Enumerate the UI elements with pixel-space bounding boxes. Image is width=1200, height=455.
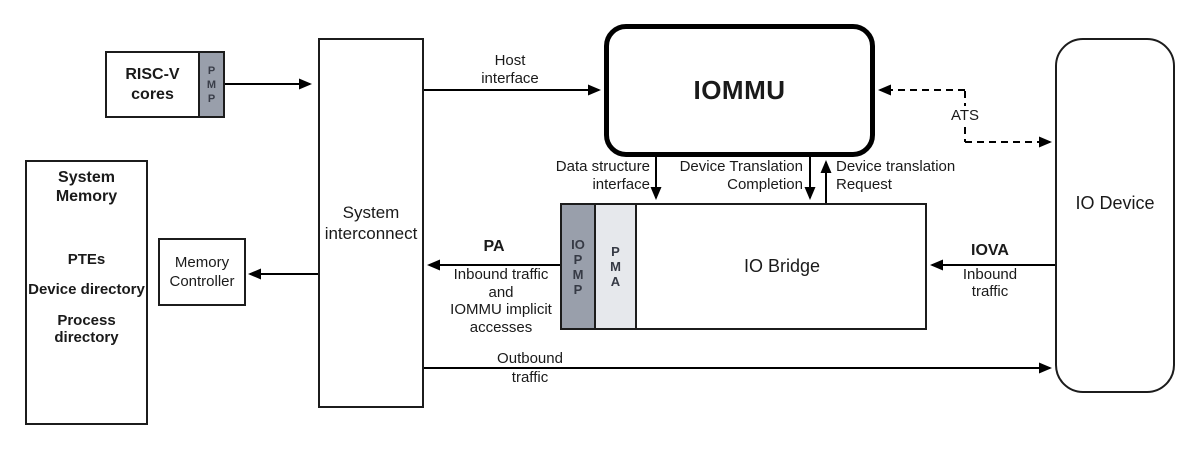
riscv-cores-box: RISC-V cores xyxy=(105,51,200,118)
system-memory-box: System Memory PTEs Device directory Proc… xyxy=(25,160,148,425)
io-bridge-label: IO Bridge xyxy=(743,256,821,276)
outbound-traffic-label: Outbound traffic xyxy=(497,350,563,386)
pma-strip: P M A xyxy=(594,203,637,330)
system-interconnect-box: System interconnect xyxy=(318,38,424,408)
io-device-label: IO Device xyxy=(1075,193,1155,213)
device-translation-request-label: Device translation Request xyxy=(836,158,956,193)
memory-controller-box: Memory Controller xyxy=(158,238,246,306)
system-memory-item-process-directory: Process directory xyxy=(54,312,119,346)
data-structure-interface-label: Data structure interface xyxy=(555,158,650,193)
pmp-strip: P M P xyxy=(198,51,225,118)
ats-label: ATS xyxy=(947,106,983,126)
system-memory-item-device-directory: Device directory xyxy=(28,281,145,298)
device-translation-completion-label: Device Translation Completion xyxy=(679,158,803,193)
host-interface-label: Host interface xyxy=(481,52,539,87)
pa-label: PA xyxy=(483,238,505,255)
pa-description-label: Inbound traffic and IOMMU implicit acces… xyxy=(450,266,552,336)
system-memory-title: System Memory xyxy=(55,169,118,205)
iova-label: IOVA xyxy=(971,242,1009,259)
iommu-box: IOMMU xyxy=(604,24,875,157)
io-device-box: IO Device xyxy=(1055,38,1175,393)
iova-description-label: Inbound traffic xyxy=(962,266,1018,300)
iopmp-strip: IO P M P xyxy=(560,203,596,330)
system-memory-item-ptes: PTEs xyxy=(67,251,106,268)
